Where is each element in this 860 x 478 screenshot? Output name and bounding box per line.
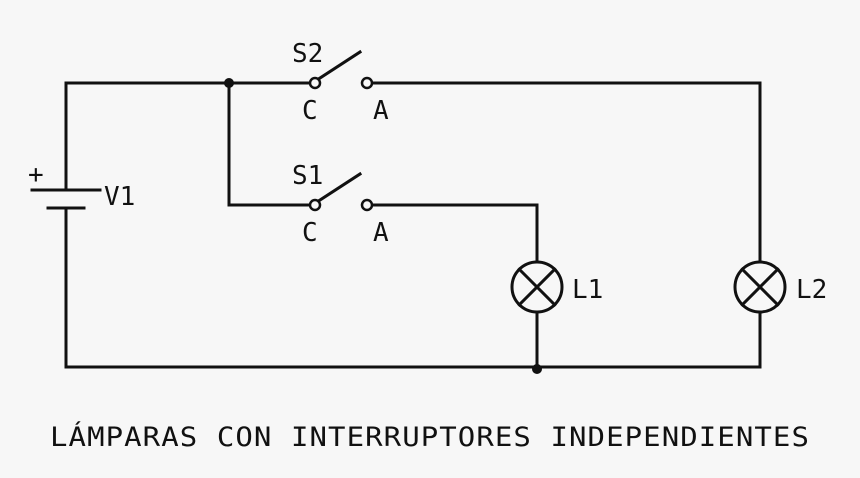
switch-s1-common-label: C [302,218,318,248]
lamp-l2-cross-b [740,267,780,307]
wire-s1-to-l1 [371,203,539,264]
wire-left-bottom [64,206,762,369]
switch-s2-contact-label: A [373,96,389,126]
lamp-l1: L1 [510,260,603,314]
switch-s1-contact-label: A [373,218,389,248]
lamp-l2-bulb [733,260,787,314]
switch-s1-contact-terminal [360,198,374,212]
switch-s1-lever [317,171,363,203]
wire-branch-to-s1 [227,81,311,207]
diagram-caption: LÁMPARAS CON INTERRUPTORES INDEPENDIENTE… [50,421,810,453]
lamp-l1-name-label: L1 [572,275,603,305]
wire-s2-to-l2 [371,81,762,264]
lamp-l1-bulb [510,260,564,314]
switch-s2-contact-terminal [360,76,374,90]
lamp-l2-name-label: L2 [796,275,827,305]
switch-s1: S1 C A [292,161,389,248]
lamp-l1-cross-b [517,267,557,307]
switch-s1-name-label: S1 [292,161,323,191]
junction-top [224,78,234,88]
lamp-l2: L2 [733,260,827,314]
battery-polarity-label: + [28,160,44,190]
switch-s2: S2 C A [292,39,389,126]
switch-s2-lever [317,49,363,81]
battery-name-label: V1 [104,182,135,212]
switch-s2-name-label: S2 [292,39,323,69]
switch-s1-common-terminal [308,198,322,212]
switch-s2-common-terminal [308,76,322,90]
junction-bottom [532,364,542,374]
switch-s2-common-label: C [302,96,318,126]
battery-v1: + V1 [28,160,135,212]
